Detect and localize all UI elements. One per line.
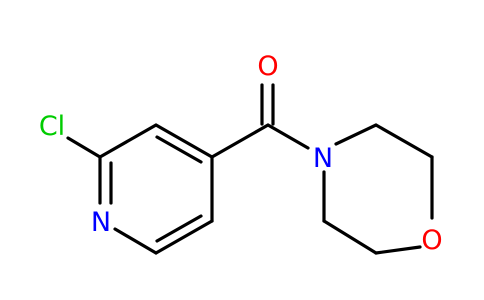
morpholine-oxygen-label: O [421, 225, 442, 256]
pyridine-nitrogen-label: N [91, 207, 111, 238]
carbonyl-amide-bond [266, 123, 310, 150]
morpholine-bond-c-c-upper [374, 123, 434, 159]
atom-labels: O Cl N N O [39, 51, 443, 256]
ring-bond-c3-c2 [98, 123, 158, 159]
chlorine-label: Cl [39, 111, 65, 142]
morpholine-bond-n-c-upper [334, 123, 378, 146]
ring-bond-c6-c5-inner [155, 214, 203, 243]
morpholine-bond-o-c-lower [374, 245, 422, 255]
bonds [66, 83, 434, 255]
morpholine-nitrogen-label: N [313, 143, 333, 174]
ring-bond-c6-c5 [154, 219, 214, 255]
morpholine-bond-c-c-lower [322, 219, 378, 255]
ring-bond-c4-c3 [154, 123, 214, 159]
ring-chlorine-bond [66, 136, 102, 159]
carbonyl-oxygen-label: O [257, 51, 278, 82]
ring-bond-n1-c6 [113, 227, 158, 255]
ring-bond-c4-c3-inner [155, 135, 203, 164]
carbonyl-ring-bond [210, 123, 270, 159]
